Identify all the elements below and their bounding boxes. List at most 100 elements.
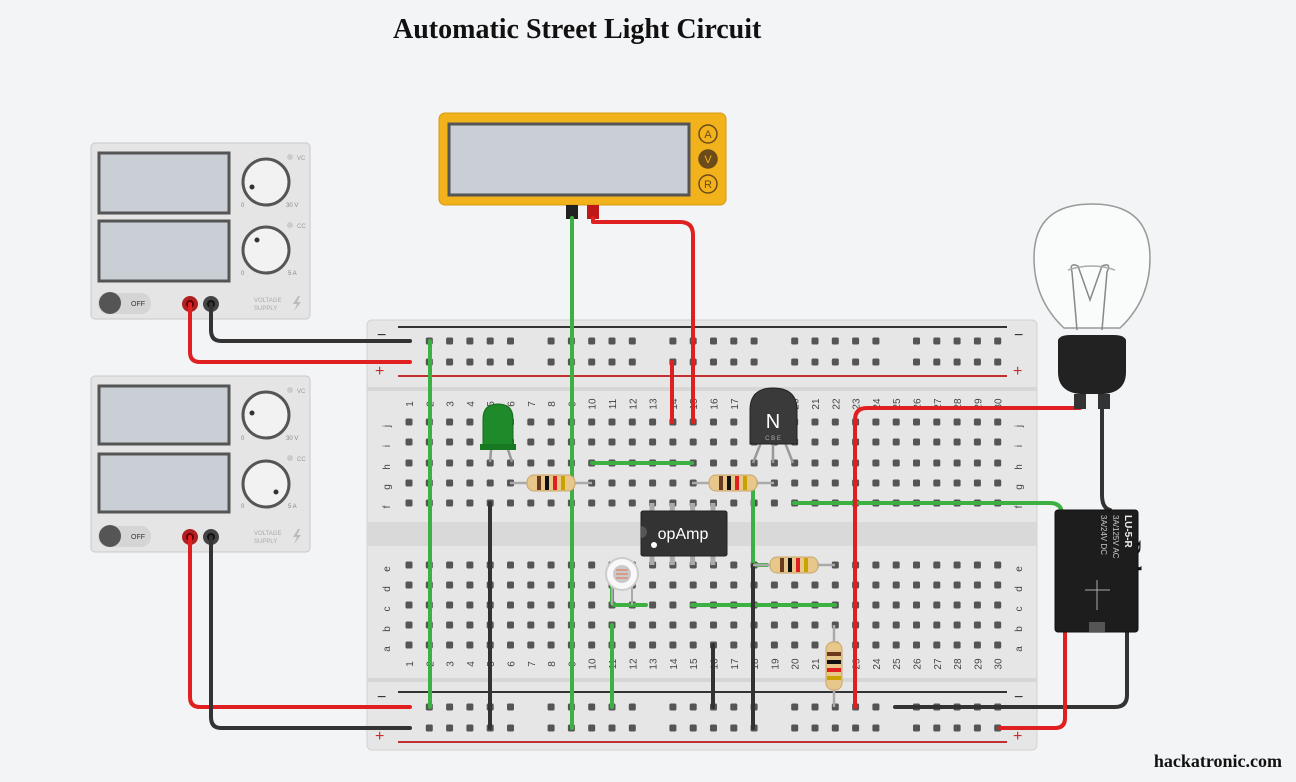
breadboard-hole[interactable]	[973, 581, 981, 589]
wire-supply2-negative[interactable]	[209, 535, 412, 730]
breadboard-hole[interactable]	[608, 479, 616, 487]
breadboard-hole[interactable]	[831, 479, 839, 487]
breadboard-hole[interactable]	[750, 358, 758, 366]
breadboard-hole[interactable]	[791, 621, 799, 629]
breadboard-hole[interactable]	[872, 561, 880, 569]
breadboard-hole[interactable]	[466, 581, 474, 589]
breadboard-hole[interactable]	[527, 641, 535, 649]
breadboard-hole[interactable]	[973, 601, 981, 609]
breadboard-hole[interactable]	[689, 581, 697, 589]
breadboard-hole[interactable]	[507, 641, 514, 649]
breadboard-hole[interactable]	[872, 621, 880, 629]
breadboard-hole[interactable]	[913, 337, 920, 345]
resistor-led[interactable]	[510, 474, 592, 492]
breadboard-hole[interactable]	[588, 724, 596, 732]
breadboard-hole[interactable]	[405, 418, 413, 426]
breadboard-hole[interactable]	[730, 418, 738, 426]
breadboard-hole[interactable]	[588, 601, 596, 609]
breadboard-hole[interactable]	[507, 581, 514, 589]
breadboard-hole[interactable]	[730, 561, 738, 569]
wire-red-relay[interactable]	[998, 628, 1067, 730]
breadboard-hole[interactable]	[913, 358, 920, 366]
breadboard-hole[interactable]	[973, 641, 981, 649]
breadboard-hole[interactable]	[994, 337, 1002, 345]
breadboard-hole[interactable]	[547, 703, 555, 711]
breadboard-hole[interactable]	[994, 601, 1002, 609]
breadboard-hole[interactable]	[527, 621, 535, 629]
breadboard-hole[interactable]	[446, 418, 454, 426]
breadboard-hole[interactable]	[547, 724, 555, 732]
breadboard-hole[interactable]	[770, 581, 778, 589]
breadboard-hole[interactable]	[689, 703, 697, 711]
breadboard-hole[interactable]	[466, 703, 474, 711]
breadboard-hole[interactable]	[405, 499, 413, 507]
breadboard-hole[interactable]	[831, 459, 839, 467]
breadboard-hole[interactable]	[913, 581, 920, 589]
breadboard-hole[interactable]	[872, 641, 880, 649]
breadboard-hole[interactable]	[669, 703, 677, 711]
breadboard-hole[interactable]	[953, 581, 961, 589]
breadboard-hole[interactable]	[608, 438, 616, 446]
breadboard-hole[interactable]	[527, 459, 535, 467]
breadboard-hole[interactable]	[649, 641, 657, 649]
breadboard-hole[interactable]	[852, 358, 860, 366]
breadboard-hole[interactable]	[628, 724, 636, 732]
breadboard-hole[interactable]	[791, 358, 799, 366]
breadboard-hole[interactable]	[770, 641, 778, 649]
breadboard-hole[interactable]	[831, 418, 839, 426]
breadboard-hole[interactable]	[811, 641, 819, 649]
breadboard-hole[interactable]	[770, 499, 778, 507]
breadboard-hole[interactable]	[892, 479, 900, 487]
breadboard-hole[interactable]	[770, 479, 778, 487]
breadboard-hole[interactable]	[872, 479, 880, 487]
breadboard-hole[interactable]	[994, 418, 1002, 426]
breadboard-hole[interactable]	[973, 337, 981, 345]
breadboard-hole[interactable]	[405, 479, 413, 487]
breadboard-hole[interactable]	[973, 724, 981, 732]
breadboard-hole[interactable]	[791, 703, 799, 711]
breadboard-hole[interactable]	[689, 621, 697, 629]
breadboard-hole[interactable]	[811, 459, 819, 467]
breadboard-hole[interactable]	[486, 358, 494, 366]
breadboard-hole[interactable]	[628, 479, 636, 487]
breadboard-hole[interactable]	[913, 418, 920, 426]
breadboard-hole[interactable]	[588, 561, 596, 569]
wire-black-bulb[interactable]	[1100, 406, 1112, 512]
ldr-photoresistor[interactable]	[605, 557, 639, 605]
breadboard-hole[interactable]	[588, 499, 596, 507]
breadboard-hole[interactable]	[710, 418, 717, 426]
wire-supply1-negative[interactable]	[209, 302, 412, 343]
breadboard-hole[interactable]	[750, 337, 758, 345]
breadboard-hole[interactable]	[710, 459, 717, 467]
breadboard-hole[interactable]	[507, 499, 514, 507]
breadboard-hole[interactable]	[405, 581, 413, 589]
breadboard-hole[interactable]	[730, 459, 738, 467]
breadboard-hole[interactable]	[507, 703, 514, 711]
breadboard-hole[interactable]	[588, 581, 596, 589]
breadboard-hole[interactable]	[649, 418, 657, 426]
breadboard-hole[interactable]	[831, 724, 839, 732]
breadboard-hole[interactable]	[994, 581, 1002, 589]
breadboard-hole[interactable]	[588, 418, 596, 426]
breadboard-hole[interactable]	[933, 358, 941, 366]
breadboard-hole[interactable]	[872, 703, 880, 711]
breadboard-hole[interactable]	[689, 438, 697, 446]
breadboard-hole[interactable]	[892, 561, 900, 569]
breadboard-hole[interactable]	[466, 724, 474, 732]
breadboard-hole[interactable]	[466, 459, 474, 467]
breadboard-hole[interactable]	[933, 601, 941, 609]
breadboard-hole[interactable]	[913, 724, 920, 732]
breadboard-hole[interactable]	[649, 601, 657, 609]
breadboard-hole[interactable]	[730, 724, 738, 732]
breadboard-hole[interactable]	[710, 438, 717, 446]
breadboard-hole[interactable]	[953, 601, 961, 609]
breadboard-hole[interactable]	[892, 641, 900, 649]
breadboard-hole[interactable]	[811, 479, 819, 487]
breadboard-hole[interactable]	[547, 358, 555, 366]
breadboard-hole[interactable]	[730, 337, 738, 345]
breadboard-hole[interactable]	[649, 479, 657, 487]
wire-supply1-positive[interactable]	[188, 302, 412, 364]
breadboard-hole[interactable]	[994, 479, 1002, 487]
relay-module[interactable]: LU-5-R 3A/125V AC 3A/24V DC	[1054, 509, 1139, 633]
supply-1-voltage-knob[interactable]	[241, 157, 291, 207]
